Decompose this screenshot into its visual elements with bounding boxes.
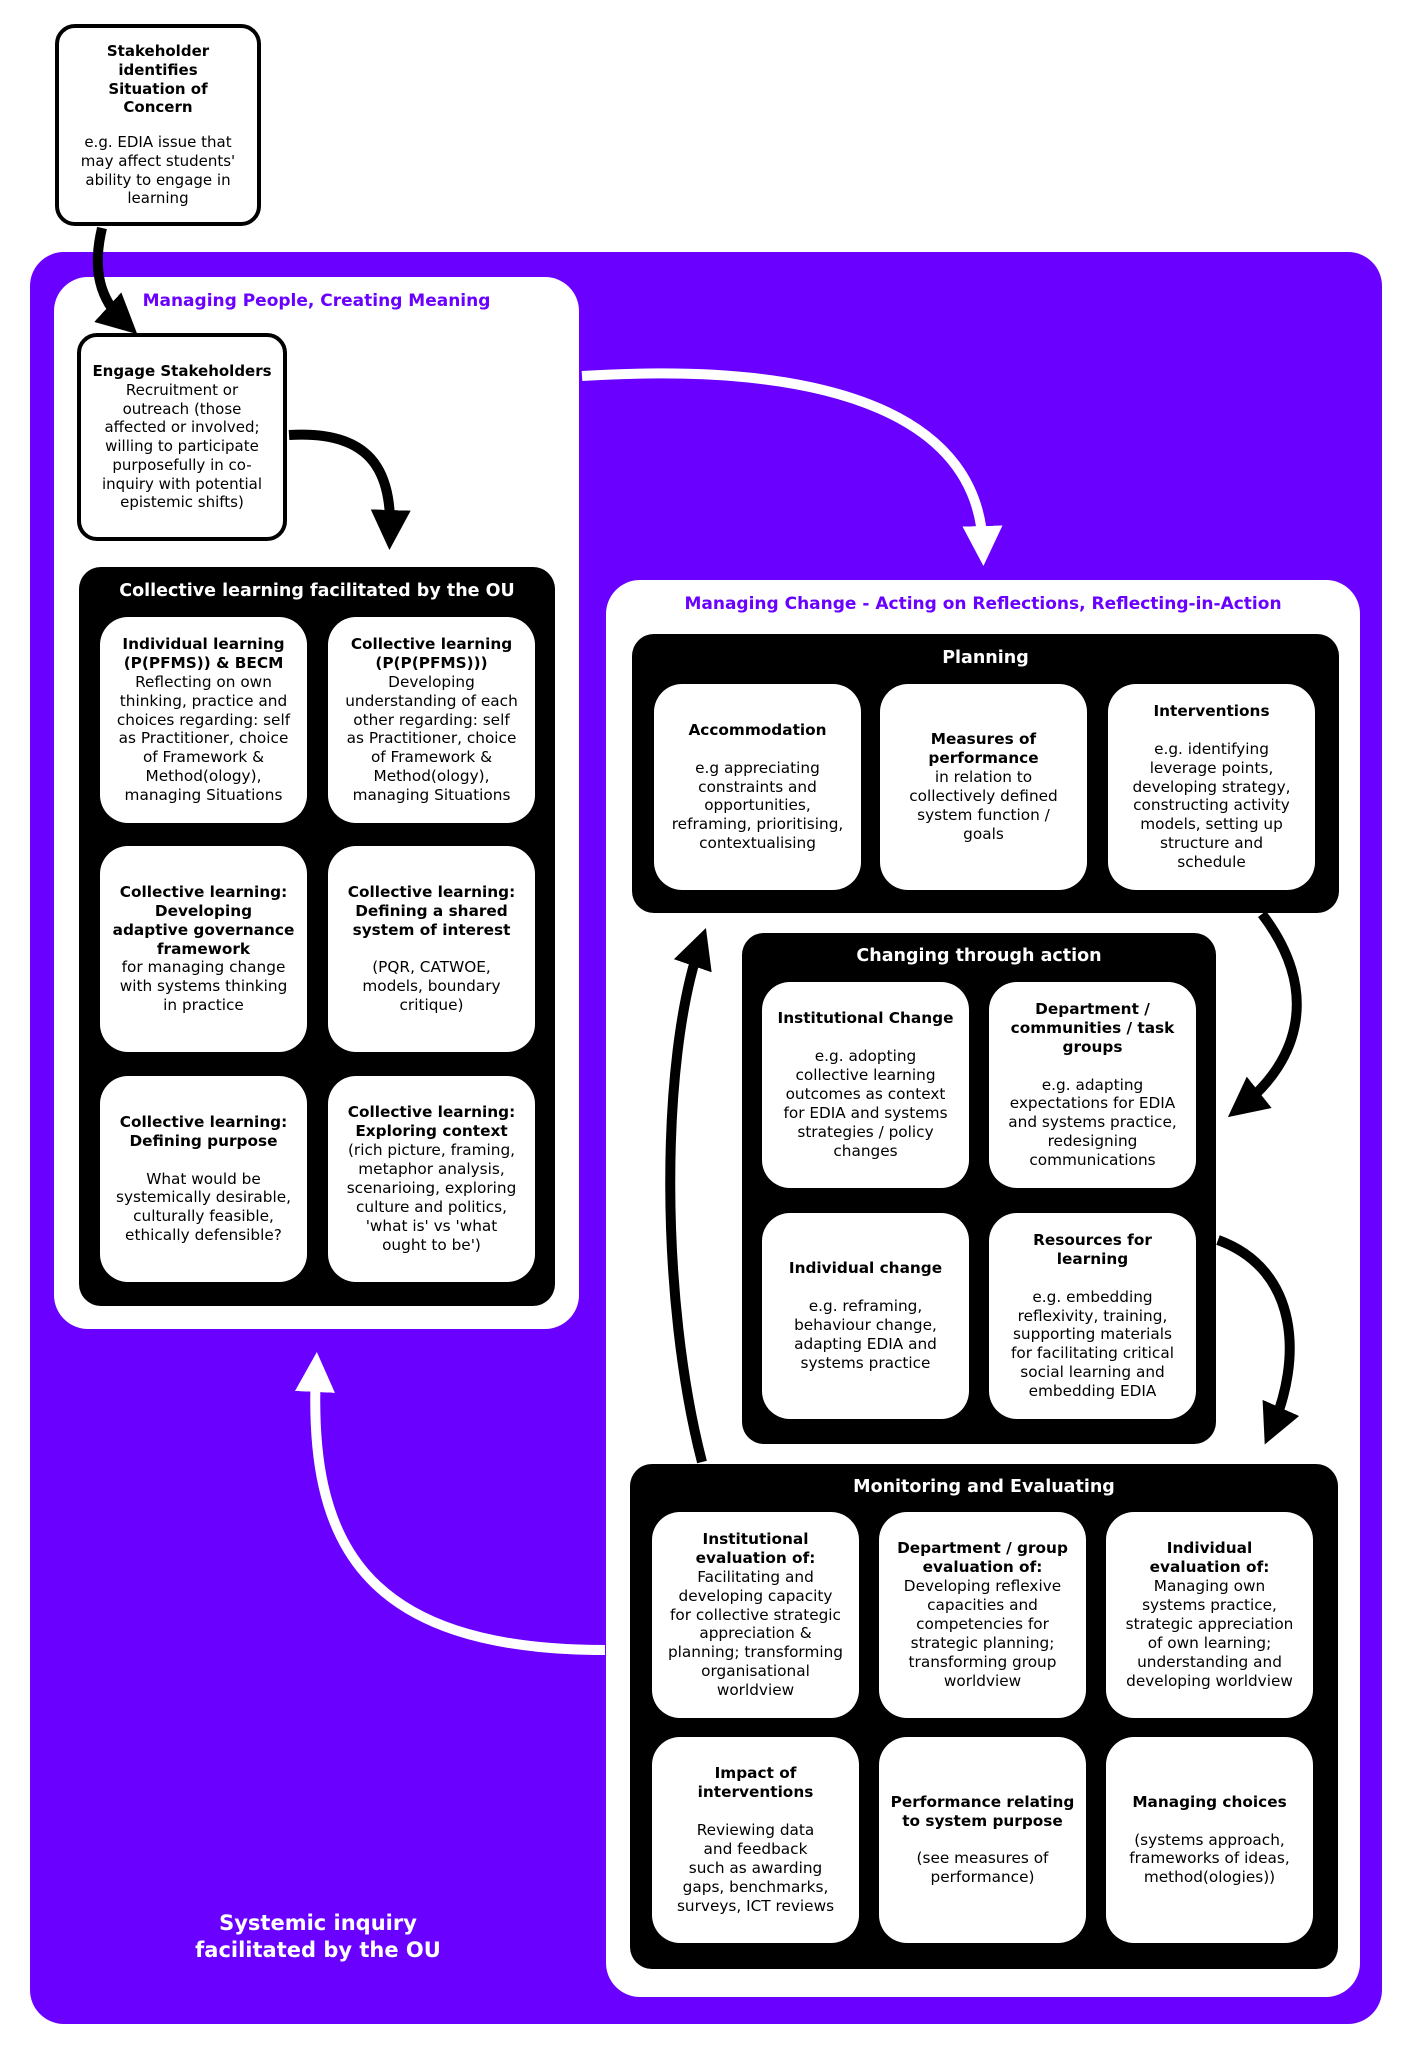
changing-card: Institutional Change e.g. adopting colle… — [762, 982, 969, 1188]
card-title: Collective learning: Exploring context — [347, 1103, 516, 1141]
card-title: Impact of interventions — [697, 1764, 814, 1802]
card-body: e.g. adopting collective learning outcom… — [783, 1047, 948, 1160]
arrow-engage-to-collective — [288, 429, 411, 550]
card-title: Collective learning: Defining purpose — [119, 1112, 288, 1150]
monitoring-title: Monitoring and Evaluating — [853, 1477, 1115, 1497]
card-title: Department / communities / task groups — [1010, 999, 1175, 1056]
managing-people-title: Managing People, Creating Meaning — [142, 291, 491, 311]
card-title: Collective learning: Defining a shared s… — [347, 882, 516, 939]
planning-card: Interventions e.g. identifying leverage … — [1108, 684, 1315, 890]
card-title: Resources for learning — [1033, 1230, 1152, 1268]
card-body: in relation to collectively defined syst… — [909, 768, 1058, 843]
card-title: Individual learning (P(PFMS)) & BECM — [122, 634, 285, 672]
arrow-stakeholder-to-engage — [92, 226, 138, 335]
card-body: e.g. identifying leverage points, develo… — [1132, 739, 1291, 872]
monitoring-card: Individual evaluation of: Managing own s… — [1106, 1512, 1313, 1718]
card-body: Facilitating and developing capacity for… — [667, 1567, 844, 1700]
arrow-people-to-change — [581, 368, 1003, 566]
card-body: Managing own systems practice, strategic… — [1125, 1577, 1294, 1690]
card-body: Reviewing data and feedback such as awar… — [676, 1821, 835, 1915]
card-body: (systems approach, frameworks of ideas, … — [1129, 1830, 1290, 1887]
engage-body: Recruitment or outreach (those affected … — [102, 380, 262, 512]
card-title: Collective learning (P(P(PFMS))) — [350, 634, 513, 672]
collective-card: Collective learning: Exploring context (… — [328, 1076, 535, 1282]
monitoring-card: Managing choices (systems approach, fram… — [1106, 1737, 1313, 1943]
systemic-inquiry-label: Systemic inquiry facilitated by the OU — [195, 1911, 441, 1963]
changing-card: Resources for learning e.g. embedding re… — [989, 1213, 1196, 1419]
collective-card: Individual learning (P(PFMS)) & BECM Ref… — [100, 617, 307, 823]
arrow-monitoring-to-planning — [665, 927, 712, 1464]
arrow-change-to-people — [294, 1352, 606, 1655]
card-title: Institutional evaluation of: — [695, 1529, 816, 1567]
collective-card: Collective learning: Defining a shared s… — [328, 846, 535, 1052]
collective-card: Collective learning: Defining purpose Wh… — [100, 1076, 307, 1282]
card-title: Institutional Change — [777, 1009, 954, 1028]
stakeholder-body: e.g. EDIA issue that may affect students… — [80, 133, 236, 208]
card-body: for managing change with systems thinkin… — [119, 958, 288, 1015]
arrow-changing-to-monitoring — [1216, 1235, 1300, 1445]
card-title: Collective learning: Developing adaptive… — [112, 882, 295, 958]
planning-card: Measures of performance in relation to c… — [880, 684, 1087, 890]
card-body: Developing understanding of each other r… — [345, 672, 518, 805]
engage-stakeholders-box: Engage Stakeholders Recruitment or outre… — [77, 333, 287, 541]
stakeholder-box: Stakeholder identifies Situation of Conc… — [55, 24, 261, 226]
card-title: Interventions — [1153, 701, 1270, 720]
collective-learning-title: Collective learning facilitated by the O… — [119, 581, 515, 601]
card-body: e.g. adapting expectations for EDIA and … — [1008, 1075, 1177, 1170]
collective-card: Collective learning: Developing adaptive… — [100, 846, 307, 1052]
card-title: Department / group evaluation of: — [897, 1539, 1068, 1577]
card-body: (see measures of performance) — [916, 1849, 1049, 1887]
card-title: Performance relating to system purpose — [890, 1792, 1075, 1830]
card-body: What would be systemically desirable, cu… — [116, 1169, 291, 1245]
card-title: Measures of performance — [928, 730, 1039, 768]
monitoring-card: Performance relating to system purpose (… — [879, 1737, 1086, 1943]
monitoring-card: Institutional evaluation of: Facilitatin… — [652, 1512, 859, 1718]
planning-title: Planning — [942, 648, 1029, 668]
stakeholder-title: Stakeholder identifies Situation of Conc… — [106, 42, 210, 117]
monitoring-card: Department / group evaluation of: Develo… — [879, 1512, 1086, 1718]
collective-card: Collective learning (P(P(PFMS))) Develop… — [328, 617, 535, 823]
card-title: Individual evaluation of: — [1149, 1539, 1270, 1577]
card-title: Individual change — [788, 1259, 943, 1278]
card-body: (PQR, CATWOE, models, boundary critique) — [362, 958, 501, 1015]
card-body: (rich picture, framing, metaphor analysi… — [346, 1141, 517, 1254]
planning-card: Accommodation e.g appreciating constrain… — [654, 684, 861, 890]
card-body: e.g. reframing, behaviour change, adapti… — [794, 1297, 937, 1372]
card-body: e.g. embedding reflexivity, training, su… — [1011, 1287, 1174, 1401]
card-body: Developing reflexive capacities and comp… — [903, 1577, 1062, 1690]
arrow-planning-to-changing — [1227, 910, 1302, 1118]
monitoring-card: Impact of interventions Reviewing data a… — [652, 1737, 859, 1943]
card-body: e.g appreciating constraints and opportu… — [671, 758, 844, 853]
changing-card: Individual change e.g. reframing, behavi… — [762, 1213, 969, 1419]
card-title: Managing choices — [1132, 1792, 1287, 1811]
card-title: Accommodation — [688, 720, 827, 739]
card-body: Reflecting on own thinking, practice and… — [116, 672, 291, 805]
changing-card: Department / communities / task groups e… — [989, 982, 1196, 1188]
changing-title: Changing through action — [856, 946, 1102, 966]
managing-change-title: Managing Change - Acting on Reflections,… — [684, 594, 1282, 614]
engage-title: Engage Stakeholders — [92, 362, 272, 380]
